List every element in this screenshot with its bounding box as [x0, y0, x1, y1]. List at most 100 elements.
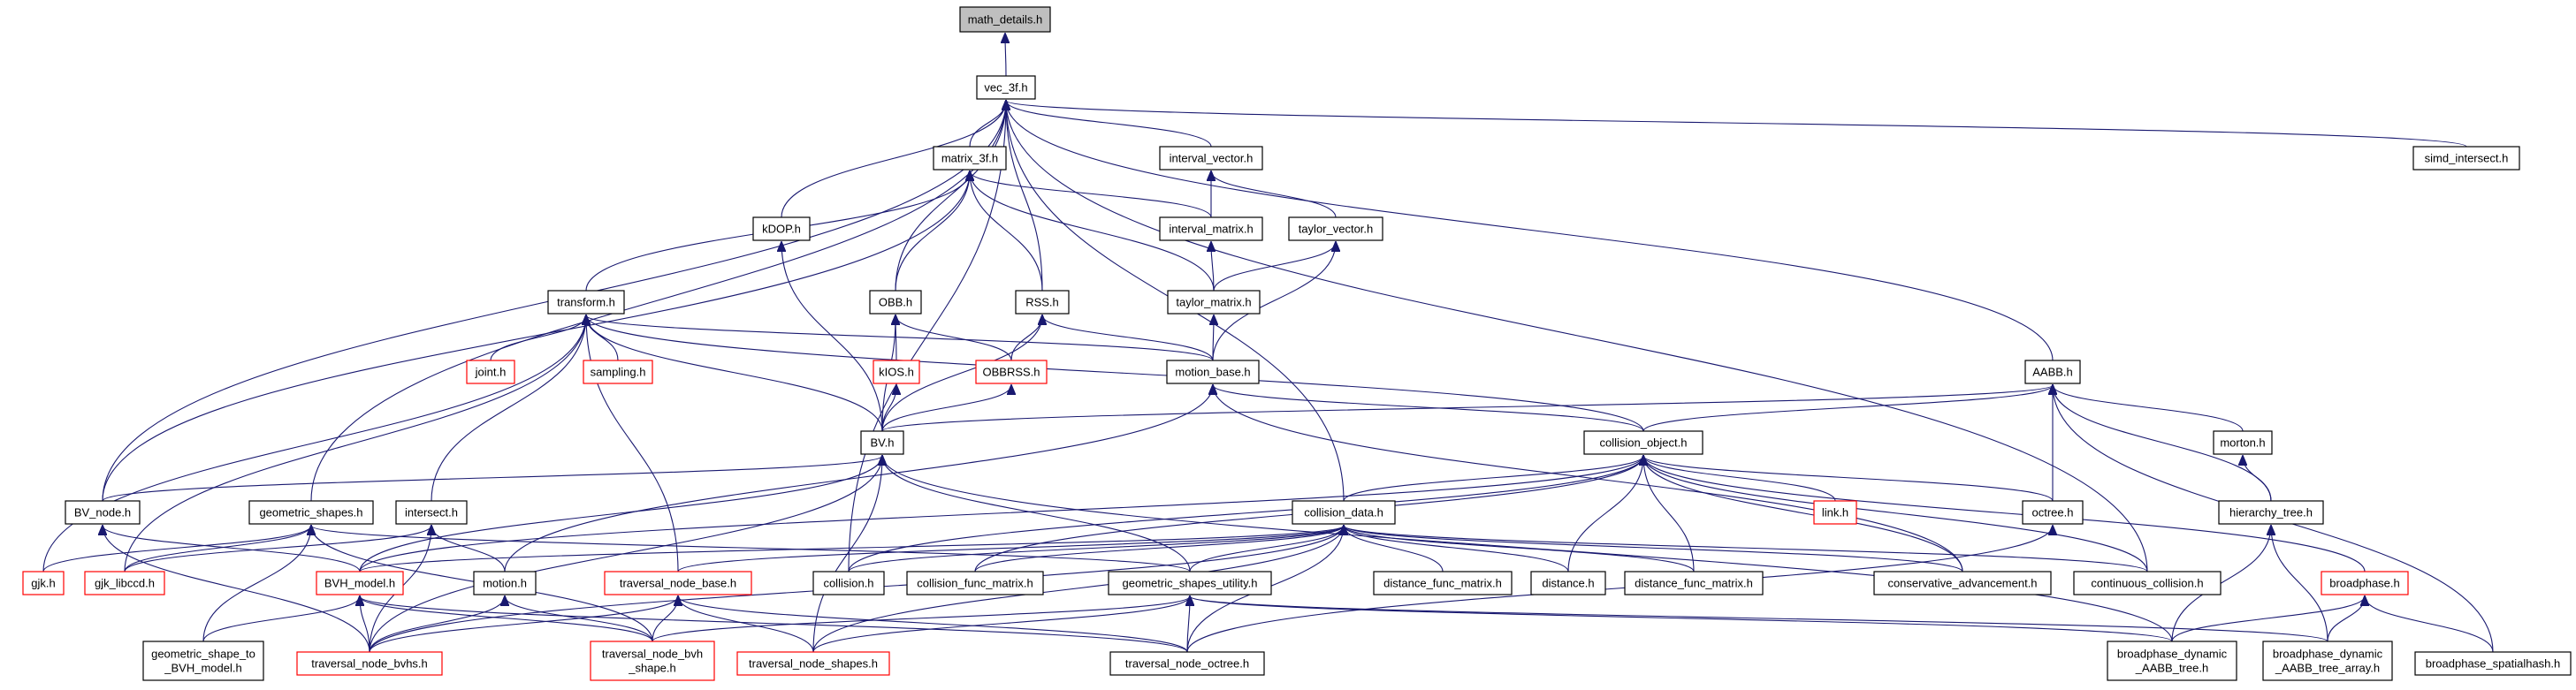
- node-kdop[interactable]: kDOP.h: [752, 216, 811, 241]
- node-label: _AABB_tree.h: [2135, 662, 2208, 675]
- edge-bvh-model-to-bv-node: [103, 526, 361, 572]
- node-bvh-model[interactable]: BVH_model.h: [316, 571, 404, 595]
- node-distance-func-matrix-a[interactable]: distance_func_matrix.h: [1373, 571, 1513, 595]
- edge-traversal-node-base-to-collision-data: [677, 526, 1344, 572]
- node-label: traversal_node_base.h: [620, 577, 736, 590]
- edge-taylor-matrix-to-matrix-3f: [970, 171, 1215, 292]
- node-gjk-libccd[interactable]: gjk_libccd.h: [84, 571, 165, 595]
- node-label: transform.h: [557, 296, 615, 309]
- node-box: [296, 651, 443, 676]
- node-collision[interactable]: collision.h: [812, 571, 885, 595]
- node-link[interactable]: link.h: [1813, 500, 1857, 525]
- node-bv[interactable]: BV.h: [860, 430, 904, 455]
- edge-joint-to-transform: [490, 315, 586, 361]
- node-box: [1813, 500, 1857, 525]
- edge-broadphase-dynamic-aabb-tree-array-to-broadphase: [2327, 596, 2365, 642]
- node-joint[interactable]: joint.h: [466, 360, 515, 384]
- node-label: sampling.h: [591, 366, 646, 379]
- node-label: taylor_matrix.h: [1176, 296, 1251, 309]
- edge-bv-node-to-matrix-3f: [102, 171, 970, 502]
- node-gjk[interactable]: gjk.h: [22, 571, 65, 595]
- node-geometric-shapes-utility[interactable]: geometric_shapes_utility.h: [1108, 571, 1272, 595]
- edge-bv-to-obbrss: [881, 385, 1011, 432]
- node-rss[interactable]: RSS.h: [1015, 290, 1070, 315]
- node-box: [2412, 146, 2520, 171]
- node-distance[interactable]: distance.h: [1530, 571, 1606, 595]
- edge-motion-base-to-taylor-matrix: [1213, 315, 1214, 361]
- node-box: [975, 360, 1048, 384]
- node-interval-vector[interactable]: interval_vector.h: [1159, 146, 1263, 171]
- edge-interval-matrix-to-matrix-3f: [970, 171, 1212, 218]
- node-box: [2414, 651, 2572, 676]
- node-box: [590, 641, 715, 681]
- edge-distance-to-collision-data: [1344, 526, 1569, 572]
- node-box: [1108, 571, 1272, 595]
- node-box: [976, 75, 1036, 100]
- node-traversal-node-bvh-shape[interactable]: traversal_node_bvh_shape.h: [590, 641, 715, 681]
- node-label: conservative_advancement.h: [1887, 577, 2037, 590]
- node-box: [2022, 500, 2084, 525]
- node-distance-func-matrix-b[interactable]: distance_func_matrix.h: [1624, 571, 1764, 595]
- node-transform[interactable]: transform.h: [547, 290, 625, 315]
- edge-bv-to-transform: [586, 315, 883, 432]
- node-conservative-advancement[interactable]: conservative_advancement.h: [1873, 571, 2052, 595]
- node-taylor-vector[interactable]: taylor_vector.h: [1288, 216, 1383, 241]
- node-geometric-shape-to-bvh-model[interactable]: geometric_shape_to_BVH_model.h: [142, 641, 264, 681]
- node-aabb[interactable]: AABB.h: [2024, 360, 2081, 384]
- node-traversal-node-base[interactable]: traversal_node_base.h: [604, 571, 752, 595]
- node-interval-matrix[interactable]: interval_matrix.h: [1159, 216, 1263, 241]
- node-box: [466, 360, 515, 384]
- node-label: kDOP.h: [762, 223, 801, 236]
- node-traversal-node-shapes[interactable]: traversal_node_shapes.h: [736, 651, 890, 676]
- node-broadphase-dynamic-aabb-tree-array[interactable]: broadphase_dynamic_AABB_tree_array.h: [2262, 641, 2393, 681]
- node-morton[interactable]: morton.h: [2213, 430, 2273, 455]
- node-geometric-shapes[interactable]: geometric_shapes.h: [248, 500, 374, 525]
- node-sampling[interactable]: sampling.h: [583, 360, 653, 384]
- edge-conservative-advancement-to-collision-data: [1344, 526, 1963, 572]
- edge-broadphase-dynamic-aabb-tree-to-geometric-shapes-utility: [1190, 596, 2173, 642]
- edge-rss-to-vec-3f: [1006, 101, 1043, 292]
- node-traversal-node-octree[interactable]: traversal_node_octree.h: [1109, 651, 1265, 676]
- node-motion-base[interactable]: motion_base.h: [1166, 360, 1260, 384]
- edge-collision-object-to-transform: [586, 315, 1644, 432]
- node-broadphase-spatialhash[interactable]: broadphase_spatialhash.h: [2414, 651, 2572, 676]
- edge-collision-to-vec-3f: [848, 101, 1006, 572]
- node-vec-3f[interactable]: vec_3f.h: [976, 75, 1036, 100]
- node-motion[interactable]: motion.h: [473, 571, 537, 595]
- node-bv-node[interactable]: BV_node.h: [65, 500, 141, 525]
- node-box: [2262, 641, 2393, 681]
- edge-traversal-node-bvhs-to-motion: [369, 596, 505, 653]
- node-obb[interactable]: OBB.h: [869, 290, 922, 315]
- edge-traversal-node-shapes-to-geometric-shapes-utility: [812, 596, 1190, 653]
- node-taylor-matrix[interactable]: taylor_matrix.h: [1167, 290, 1261, 315]
- node-box: [1109, 651, 1265, 676]
- node-box: [316, 571, 404, 595]
- node-label: link.h: [1822, 506, 1848, 519]
- node-box: [736, 651, 890, 676]
- node-traversal-node-bvhs[interactable]: traversal_node_bvhs.h: [296, 651, 443, 676]
- node-collision-data[interactable]: collision_data.h: [1292, 500, 1396, 525]
- edge-traversal-node-shapes-to-bv: [812, 456, 882, 653]
- edge-motion-base-to-taylor-vector: [1212, 242, 1336, 361]
- node-intersect[interactable]: intersect.h: [395, 500, 468, 525]
- node-hierarchy-tree[interactable]: hierarchy_tree.h: [2218, 500, 2324, 525]
- node-broadphase-dynamic-aabb-tree[interactable]: broadphase_dynamic_AABB_tree.h: [2107, 641, 2237, 681]
- node-math-details[interactable]: math_details.h: [959, 6, 1051, 33]
- edge-bv-to-aabb: [881, 385, 2053, 432]
- node-matrix-3f[interactable]: matrix_3f.h: [933, 146, 1007, 171]
- edge-motion-base-to-transform: [586, 315, 1214, 361]
- node-collision-object[interactable]: collision_object.h: [1583, 430, 1703, 455]
- node-obbrss[interactable]: OBBRSS.h: [975, 360, 1048, 384]
- edge-taylor-matrix-to-interval-matrix: [1211, 242, 1214, 292]
- node-collision-func-matrix[interactable]: collision_func_matrix.h: [906, 571, 1044, 595]
- node-broadphase[interactable]: broadphase.h: [2321, 571, 2409, 595]
- node-octree[interactable]: octree.h: [2022, 500, 2084, 525]
- node-kios[interactable]: kIOS.h: [873, 360, 920, 384]
- node-simd-intersect[interactable]: simd_intersect.h: [2412, 146, 2520, 171]
- node-label: gjk.h: [31, 577, 55, 590]
- node-continuous-collision[interactable]: continuous_collision.h: [2073, 571, 2222, 595]
- node-box: [2321, 571, 2409, 595]
- node-box: [395, 500, 468, 525]
- edge-vec-3f-to-math-details: [1005, 34, 1006, 77]
- edge-bv-to-kdop: [781, 242, 883, 432]
